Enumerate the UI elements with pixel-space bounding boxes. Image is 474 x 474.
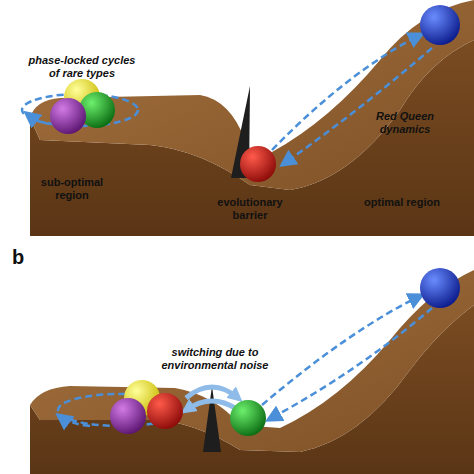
panel-letter: b	[6, 246, 30, 269]
red-queen-arrow	[268, 308, 432, 420]
cycle-arrow	[58, 415, 90, 426]
ball-red	[147, 393, 183, 429]
annotation-label: Red Queen dynamics	[350, 110, 460, 135]
ball-purple	[110, 398, 146, 434]
red-queen-arrow	[262, 295, 422, 405]
ball-blue	[420, 5, 460, 45]
region-label: sub-optimal region	[32, 176, 112, 201]
ball-red	[240, 146, 276, 182]
ball-blue	[420, 268, 460, 308]
barrier-fin	[203, 386, 221, 452]
switching-arrow	[186, 387, 238, 398]
switching-arrow	[186, 401, 238, 410]
landscape-surface	[30, 0, 474, 190]
landscape-surface	[30, 270, 474, 452]
annotation-label: phase-locked cycles of rare types	[26, 54, 138, 79]
ball-green	[230, 400, 266, 436]
annotation-label: switching due to environmental noise	[153, 346, 277, 371]
region-label: optimal region	[362, 196, 442, 209]
region-label: evolutionary barrier	[205, 196, 295, 221]
ball-purple	[50, 98, 86, 134]
red-queen-arrow	[282, 48, 432, 165]
